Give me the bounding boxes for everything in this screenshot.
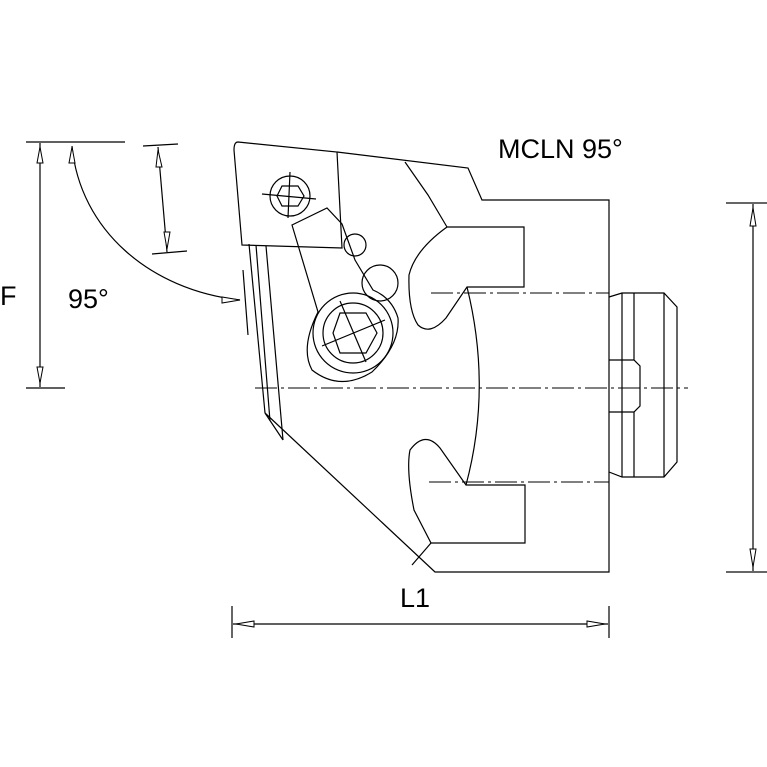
shank-coupling <box>608 292 678 478</box>
angle-label: 95° <box>68 284 109 314</box>
arrow-down-icon <box>36 366 44 384</box>
center-lines <box>255 292 688 483</box>
tool-body <box>264 151 610 573</box>
dimension-height <box>726 202 767 573</box>
title-label: MCLN 95° <box>498 134 623 164</box>
insert <box>233 141 343 441</box>
arrow-down-icon <box>163 231 171 250</box>
dimension-angle: 95° <box>68 145 241 314</box>
arrow-up-icon <box>68 146 76 164</box>
arrow-right-icon <box>221 296 241 304</box>
f-label: F <box>0 281 17 311</box>
arrow-up-icon <box>749 207 757 227</box>
dimension-insert <box>142 143 188 255</box>
dimension-f: F <box>0 141 125 389</box>
arrow-left-icon <box>235 620 255 628</box>
arrow-right-icon <box>586 620 606 628</box>
arrow-down-icon <box>749 548 757 568</box>
dimension-l1: L1 <box>231 583 610 638</box>
arrow-up-icon <box>36 146 44 164</box>
arrow-up-icon <box>155 149 163 168</box>
clamp <box>291 207 399 383</box>
l1-label: L1 <box>400 583 430 613</box>
